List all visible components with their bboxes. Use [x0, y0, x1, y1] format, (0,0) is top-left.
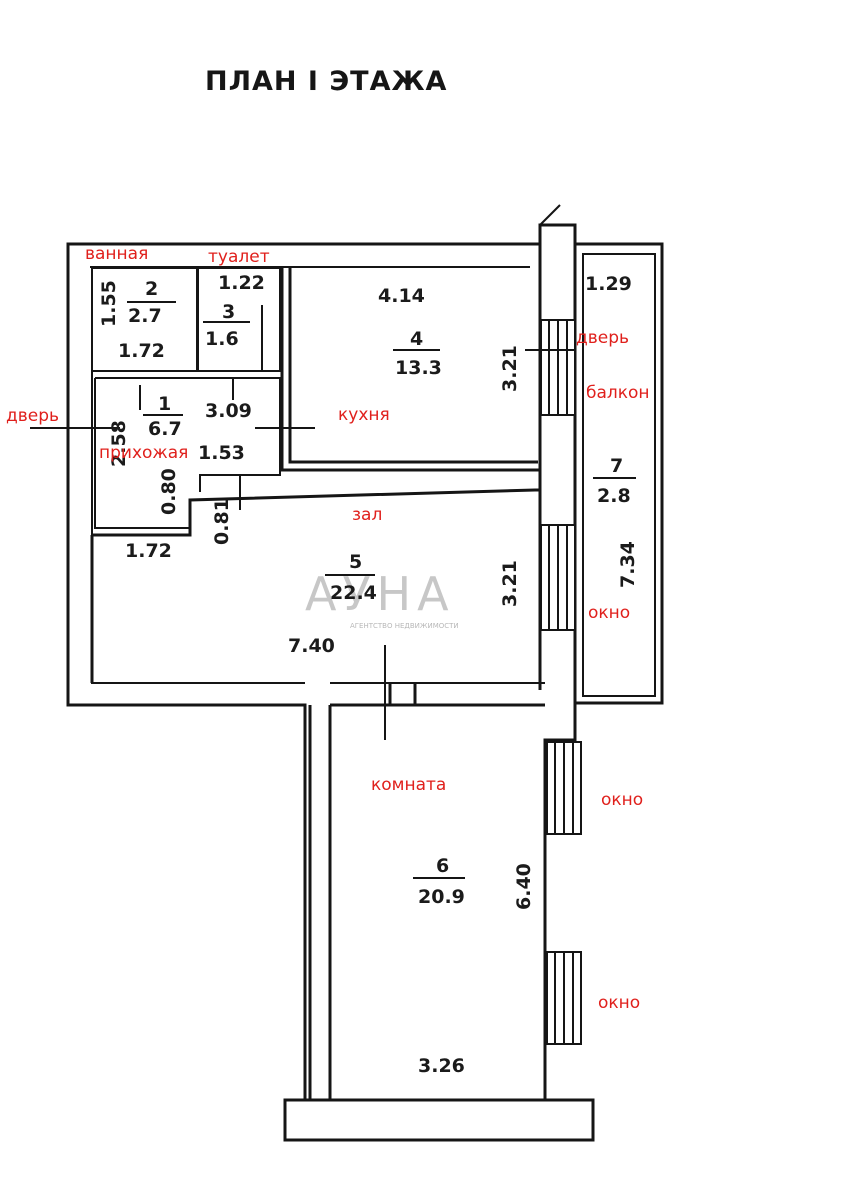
- room-walls: [285, 683, 545, 1102]
- plan-title: ПЛАН I ЭТАЖА: [205, 66, 447, 97]
- room-labels: ванная туалет дверь прихожая кухня дверь…: [6, 244, 650, 1013]
- dim-balcony-height: 7.34: [617, 541, 639, 588]
- dim-kitchen-width: 4.14: [378, 285, 425, 307]
- dim-bath-width: 1.72: [118, 340, 165, 362]
- room-area: 2.8: [597, 485, 631, 507]
- dim-room-height: 6.40: [513, 863, 535, 910]
- room-area: 1.6: [205, 328, 239, 350]
- balcony-outline: [582, 253, 656, 697]
- dim-living-width: 7.40: [288, 635, 335, 657]
- kitchen-walls: [280, 268, 540, 472]
- room-number: 2: [145, 278, 158, 300]
- windows: [540, 319, 582, 1045]
- room-number: 5: [349, 551, 362, 573]
- dim-toilet-width: 1.22: [218, 272, 265, 294]
- dim-balcony-width: 1.29: [585, 273, 632, 295]
- door-markers: [30, 204, 575, 740]
- room-number: 4: [410, 328, 423, 350]
- label-toilet: туалет: [208, 247, 270, 267]
- dim-hall-width-2: 1.53: [198, 442, 245, 464]
- dim-hall-height: 2.58: [108, 420, 130, 467]
- label-window-room-2: окно: [598, 993, 640, 1013]
- dim-room-width: 3.26: [418, 1055, 465, 1077]
- label-room: комната: [371, 775, 446, 795]
- label-window-room-1: окно: [601, 790, 643, 810]
- dim-bath-height: 1.55: [98, 280, 120, 327]
- label-hall: прихожая: [99, 443, 188, 463]
- dim-hall-depth-1: 0.80: [158, 468, 180, 515]
- toilet-walls: [197, 267, 281, 372]
- room-number: 7: [610, 455, 623, 477]
- label-bath: ванная: [85, 244, 148, 264]
- dim-kitchen-height: 3.21: [499, 345, 521, 392]
- break-mark: [539, 204, 561, 226]
- label-door-balcony: дверь: [576, 328, 629, 348]
- room-area: 6.7: [148, 418, 182, 440]
- room-area: 22.4: [330, 582, 377, 604]
- room-number: 1: [158, 393, 171, 415]
- room-number: 3: [222, 301, 235, 323]
- dim-living-height: 3.21: [499, 560, 521, 607]
- label-living: зал: [352, 505, 382, 525]
- balcony-wall: [538, 244, 577, 705]
- label-balcony: балкон: [586, 383, 650, 403]
- label-kitchen: кухня: [338, 405, 390, 425]
- dim-hall-depth-2: 0.81: [211, 498, 233, 545]
- room-area: 20.9: [418, 886, 465, 908]
- room-area: 13.3: [395, 357, 442, 379]
- room-areas: 1 6.7 2 2.7 3 1.6 4 13.3 5 22.4 6 20.9 7…: [127, 278, 636, 908]
- label-door-entrance: дверь: [6, 406, 59, 426]
- watermark-subtitle: АГЕНТСТВО НЕДВИЖИМОСТИ: [350, 622, 459, 630]
- room-number: 6: [436, 855, 449, 877]
- dim-living-width-small: 1.72: [125, 540, 172, 562]
- living-walls: [90, 488, 540, 683]
- dim-hall-width: 3.09: [205, 400, 252, 422]
- room-area: 2.7: [128, 305, 162, 327]
- label-window-balcony: окно: [588, 603, 630, 623]
- dimensions: 1.55 1.72 1.22 3.09 2.58 1.53 0.80 0.81 …: [98, 272, 639, 1077]
